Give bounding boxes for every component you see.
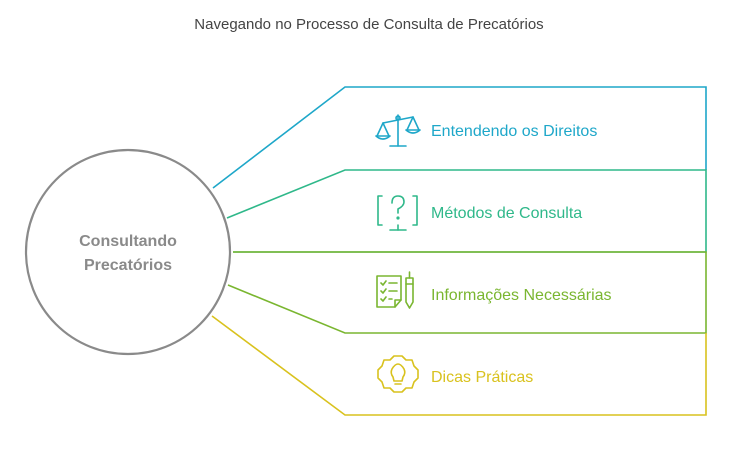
center-label-line2: Precatórios	[84, 257, 172, 274]
scales-icon	[375, 114, 421, 147]
center-label-line1: Consultando	[79, 233, 177, 250]
item-label-dicas-praticas: Dicas Práticas	[431, 369, 533, 386]
band-entendendo-os-direitos	[212, 86, 707, 189]
diagram-title: Navegando no Processo de Consulta de Pre…	[194, 16, 544, 33]
item-label-informacoes-necessarias: Informações Necessárias	[431, 287, 612, 304]
band-dicas-praticas	[211, 315, 707, 416]
lightbulb-gear-icon	[377, 355, 419, 393]
question-monitor-icon	[377, 195, 418, 231]
checklist-pen-icon	[376, 271, 414, 309]
item-label-entendendo-os-direitos: Entendendo os Direitos	[431, 123, 597, 140]
center-circle	[24, 148, 232, 356]
item-label-metodos-de-consulta: Métodos de Consulta	[431, 205, 582, 222]
